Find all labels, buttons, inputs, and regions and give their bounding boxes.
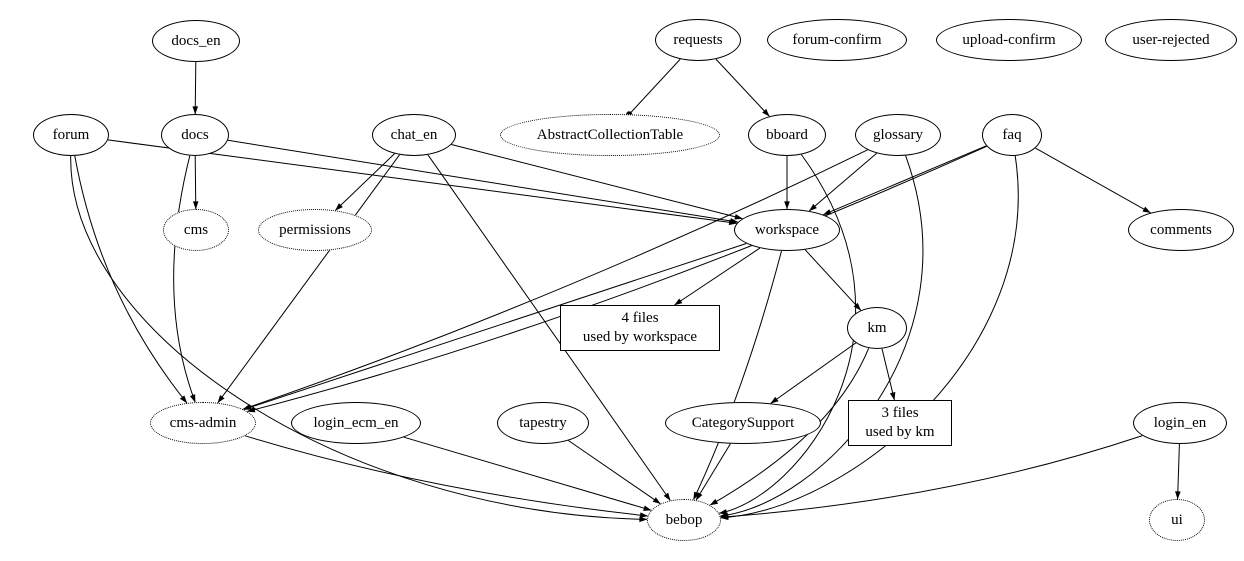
node-docs: docs	[161, 114, 229, 156]
node-label-files4: 4 files used by workspace	[582, 310, 698, 345]
node-cms: cms	[163, 209, 229, 251]
node-login_ecm_en: login_ecm_en	[291, 402, 421, 444]
node-label-cms-admin: cms-admin	[169, 414, 237, 431]
edge-faq-to-workspace	[822, 145, 987, 216]
edge-docs_en-to-docs	[192, 61, 199, 115]
node-label-comments: comments	[1150, 221, 1212, 238]
edge-km-to-CategorySupport	[770, 342, 857, 404]
edge-faq-to-cms-admin	[246, 145, 987, 413]
edge-requests-to-bboard	[715, 58, 770, 117]
node-label-upload-confirm: upload-confirm	[962, 31, 1056, 48]
node-km: km	[847, 307, 907, 349]
node-label-km: km	[867, 319, 887, 336]
node-tapestry: tapestry	[497, 402, 589, 444]
node-label-tapestry: tapestry	[519, 414, 567, 431]
node-label-faq: faq	[1002, 126, 1022, 143]
node-requests: requests	[655, 19, 741, 61]
edge-requests-to-AbstractCollectionTable	[626, 58, 681, 118]
edge-chat_en-to-bebop	[427, 154, 671, 501]
edge-forum-to-cms-admin	[74, 155, 188, 404]
node-label-AbstractCollectionTable: AbstractCollectionTable	[536, 126, 684, 143]
node-label-files3: 3 files used by km	[865, 405, 935, 440]
node-user-rejected: user-rejected	[1105, 19, 1237, 61]
edge-docs-to-cms-admin	[173, 155, 196, 403]
edge-workspace-to-bebop	[693, 250, 782, 501]
edge-docs-to-workspace	[227, 139, 739, 224]
node-label-bboard: bboard	[766, 126, 808, 143]
edge-login_en-to-ui	[1175, 443, 1181, 500]
node-workspace: workspace	[734, 209, 840, 251]
node-forum: forum	[33, 114, 109, 156]
edge-forum-to-workspace	[107, 139, 738, 226]
node-label-requests: requests	[673, 31, 723, 48]
edge-glossary-to-cms-admin	[242, 149, 868, 410]
node-files4: 4 files used by workspace	[560, 305, 720, 351]
node-files3: 3 files used by km	[848, 400, 952, 446]
edge-chat_en-to-permissions	[335, 153, 395, 211]
node-label-glossary: glossary	[873, 126, 923, 143]
node-CategorySupport: CategorySupport	[665, 402, 821, 444]
node-ui: ui	[1149, 499, 1205, 541]
node-label-docs: docs	[181, 126, 209, 143]
node-label-permissions: permissions	[279, 221, 351, 238]
node-upload-confirm: upload-confirm	[936, 19, 1082, 61]
node-glossary: glossary	[855, 114, 941, 156]
node-label-forum: forum	[52, 126, 90, 143]
edge-docs-to-cms	[192, 155, 199, 210]
edge-CategorySupport-to-bebop	[695, 443, 731, 501]
node-chat_en: chat_en	[372, 114, 456, 156]
node-bebop: bebop	[647, 499, 721, 541]
edge-tapestry-to-bebop	[568, 440, 661, 505]
node-label-login_ecm_en: login_ecm_en	[313, 414, 399, 431]
edge-workspace-to-files4	[674, 247, 761, 306]
node-label-cms: cms	[183, 221, 209, 238]
node-label-CategorySupport: CategorySupport	[691, 414, 795, 431]
edge-login_ecm_en-to-bebop	[403, 436, 652, 511]
edge-km-to-files3	[881, 348, 896, 401]
node-comments: comments	[1128, 209, 1234, 251]
node-AbstractCollectionTable: AbstractCollectionTable	[500, 114, 720, 156]
edge-workspace-to-cms-admin	[243, 243, 747, 410]
node-label-ui: ui	[1171, 511, 1183, 528]
node-bboard: bboard	[748, 114, 826, 156]
edge-login_en-to-bebop	[720, 435, 1143, 520]
node-label-bebop: bebop	[665, 511, 703, 528]
node-label-chat_en: chat_en	[390, 126, 438, 143]
node-permissions: permissions	[258, 209, 372, 251]
node-label-user-rejected: user-rejected	[1132, 31, 1210, 48]
edge-workspace-to-km	[804, 249, 862, 311]
edge-faq-to-comments	[1035, 147, 1151, 214]
node-label-docs_en: docs_en	[171, 32, 221, 49]
edge-bboard-to-bebop	[718, 154, 857, 515]
node-faq: faq	[982, 114, 1042, 156]
edge-glossary-to-workspace	[808, 152, 878, 212]
node-label-forum-confirm: forum-confirm	[792, 31, 882, 48]
node-login_en: login_en	[1133, 402, 1227, 444]
node-forum-confirm: forum-confirm	[767, 19, 907, 61]
node-docs_en: docs_en	[152, 20, 240, 62]
edge-chat_en-to-workspace	[451, 144, 743, 220]
edge-chat_en-to-cms-admin	[217, 154, 401, 404]
edge-forum-to-bebop	[70, 155, 648, 523]
node-label-login_en: login_en	[1153, 414, 1207, 431]
edge-cms-admin-to-bebop	[244, 435, 649, 518]
node-cms-admin: cms-admin	[150, 402, 256, 444]
node-label-workspace: workspace	[754, 221, 820, 238]
